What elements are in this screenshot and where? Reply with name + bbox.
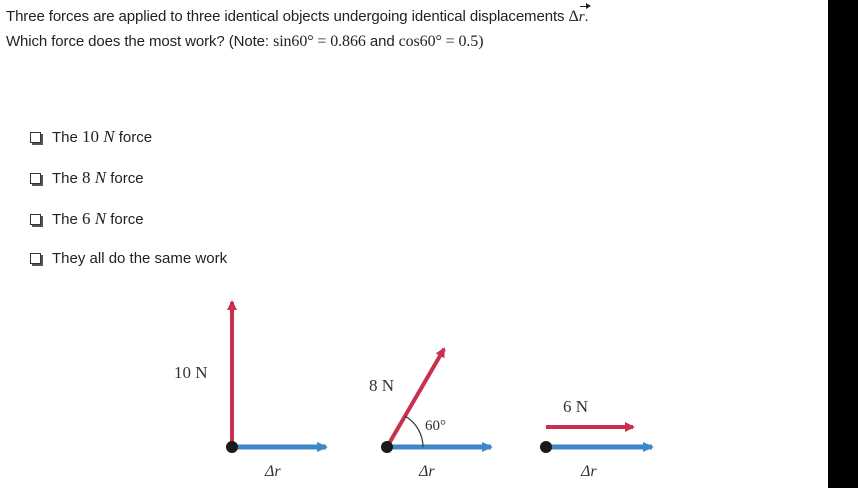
force-label-10n: 10 N [174,363,208,382]
question-line-2: Which force does the most work? (Note: s… [6,33,484,51]
option-value: 8 [82,168,91,187]
option-prefix: The [52,128,78,146]
question-period: . [584,8,589,25]
angle-arc [404,415,424,448]
option-value: 10 [82,127,100,146]
option-suffix: force [110,210,144,228]
option-value: 6 [82,209,91,228]
checkbox-icon[interactable] [30,252,41,264]
force-label-8n: 8 N [369,376,394,395]
displacement-vector-symbol: r [578,3,591,25]
and-word: and [369,33,395,50]
question-text-2: Which force does the most work? (Note: [6,33,269,50]
question-line-1: Three forces are applied to three identi… [6,3,591,26]
displacement-label: Δr⃗ [580,463,609,480]
option-unit: N [103,127,115,146]
cos-note: cos60° = 0.5) [398,33,484,50]
option-8n-force[interactable]: The 8 N force [30,167,144,189]
option-unit: N [94,209,107,228]
displacement-label: Δr⃗ [264,463,293,480]
force-arrow-8n [385,347,446,449]
option-suffix: force [118,128,153,146]
object-dot [226,441,238,453]
object-dot [540,441,552,453]
case-8n: 8 N 60° Δr⃗ [369,347,493,480]
sin-note: sin60° = 0.866 [273,33,366,50]
angle-label: 60° [425,418,446,434]
force-label-6n: 6 N [563,397,588,416]
question-text-1: Three forces are applied to three identi… [6,8,565,25]
force-diagram: 10 N Δr⃗ 8 N 60° Δr⃗ 6 N Δr⃗ [174,300,654,480]
displacement-label: Δr⃗ [418,463,447,480]
checkbox-icon[interactable] [30,213,41,225]
checkbox-icon[interactable] [30,131,41,143]
question-panel: Three forces are applied to three identi… [0,0,828,488]
option-6n-force[interactable]: The 6 N force [30,208,144,230]
option-label: They all do the same work [52,249,228,267]
option-prefix: The [52,169,78,187]
option-unit: N [94,168,107,187]
option-prefix: The [52,210,78,228]
case-6n: 6 N Δr⃗ [540,397,654,480]
checkbox-icon[interactable] [30,172,41,184]
option-same-work[interactable]: They all do the same work [30,247,227,269]
case-10n: 10 N Δr⃗ [174,300,328,480]
delta-symbol: Δ [568,8,579,25]
option-10n-force[interactable]: The 10 N force [30,126,152,148]
option-suffix: force [110,169,144,187]
object-dot [381,441,393,453]
